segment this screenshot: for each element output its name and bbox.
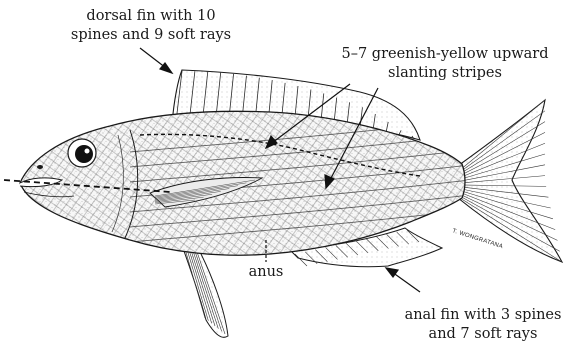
arrow-dorsal: [140, 48, 166, 68]
label-dorsal-line1: dorsal fin with 10: [86, 8, 215, 24]
label-dorsal-line2: spines and 9 soft rays: [71, 27, 231, 43]
label-anal-line2: and 7 soft rays: [429, 326, 538, 342]
label-stripes-line2: slanting stripes: [388, 65, 502, 81]
arrow-anal: [392, 272, 420, 292]
label-stripes-line1: 5–7 greenish-yellow upward: [341, 46, 548, 62]
artist-signature: T. WONGRATANA: [451, 228, 503, 250]
label-anal-line1: anal fin with 3 spines: [405, 307, 562, 323]
eye: [68, 139, 96, 167]
label-anus: anus: [249, 264, 284, 280]
